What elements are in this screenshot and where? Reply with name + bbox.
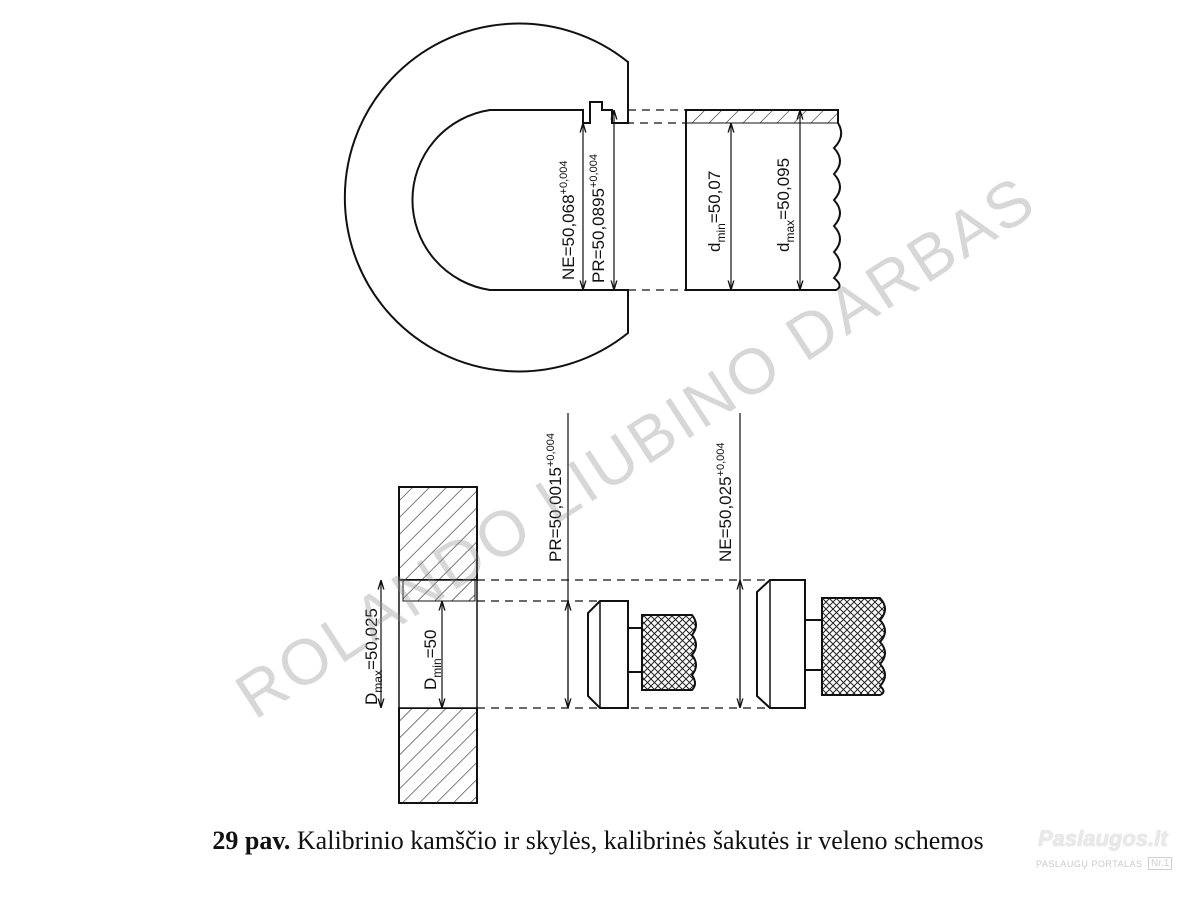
logo-nr-badge: Nr.1 xyxy=(1148,857,1173,870)
shaft xyxy=(685,109,843,291)
hole-dmin-label: Dmin=50 xyxy=(421,630,444,690)
plug-extension-lines xyxy=(477,579,805,709)
logo-main: Paslaugos.lt xyxy=(1038,826,1168,851)
hole-dmax-label: Dmax=50,025 xyxy=(362,608,385,705)
pr-plug-gauge xyxy=(587,600,697,709)
gauge-ne-label: NE=50,068+0,004 xyxy=(558,161,578,281)
hole-tolerance-band xyxy=(402,579,476,602)
hole-part-top-section xyxy=(398,486,478,581)
ne-plug-gauge xyxy=(756,579,886,709)
shaft-dmin-label: dmin=50,07 xyxy=(705,171,728,252)
shaft-dmax-label: dmax=50,095 xyxy=(774,158,797,252)
gauge-pr-label: PR=50,0895+0,004 xyxy=(588,154,608,283)
caption-number: 29 pav. xyxy=(212,826,291,855)
plug-ne-label: NE=50,025+0,004 xyxy=(715,443,735,563)
shaft-tolerance-band xyxy=(685,109,839,124)
snap-dimension-arrows xyxy=(583,111,614,289)
hole-part xyxy=(381,486,478,804)
figure-caption: 29 pav. Kalibrinio kamščio ir skylės, ka… xyxy=(0,826,1196,856)
portal-logo: Paslaugos.lt PASLAUGŲ PORTALAS Nr.1 xyxy=(1030,826,1178,876)
caption-text: Kalibrinio kamščio ir skylės, kalibrinės… xyxy=(290,826,984,855)
snap-gauge-body xyxy=(343,22,629,373)
plug-pr-label: PR=50,0015+0,004 xyxy=(545,433,565,562)
snap-extension-lines xyxy=(612,109,686,291)
snap-gauge xyxy=(343,22,629,373)
logo-sub: PASLAUGŲ PORTALAS xyxy=(1036,859,1143,869)
hole-part-bottom-section xyxy=(398,707,478,804)
